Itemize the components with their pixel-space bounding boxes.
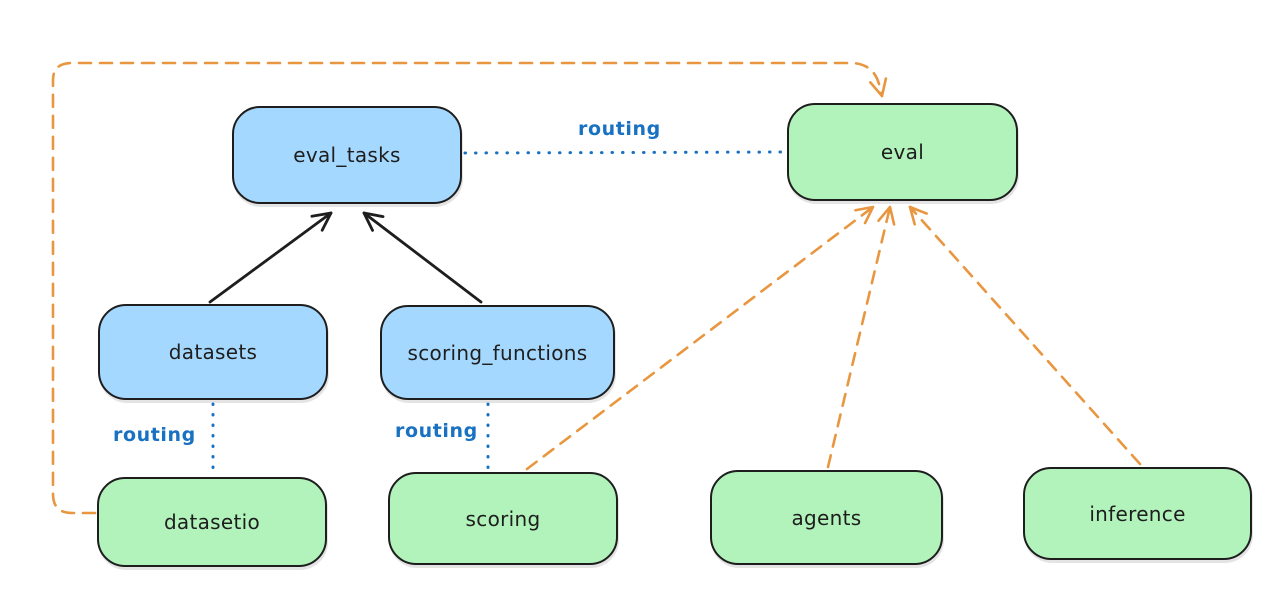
- node-scoring-functions: scoring_functions: [380, 305, 615, 400]
- node-datasetio: datasetio: [97, 477, 327, 567]
- edge-agents-to-eval: [826, 205, 896, 469]
- edge-label-routing-scoring-functions-scoring: routing: [395, 420, 478, 442]
- node-scoring-label: scoring: [465, 506, 541, 531]
- edge-label-routing-eval-tasks-eval: routing: [578, 118, 661, 140]
- node-eval-label: eval: [880, 140, 925, 164]
- edge-datasets-to-eval-tasks: [208, 211, 333, 304]
- edge-routing-eval-tasks-to-eval: [463, 150, 787, 155]
- edge-label-routing-datasets-datasetio: routing: [113, 424, 196, 446]
- node-datasets: datasets: [98, 304, 328, 400]
- node-agents: agents: [710, 470, 943, 565]
- node-eval-tasks: eval_tasks: [232, 106, 462, 204]
- edge-inference-to-eval: [908, 205, 1142, 466]
- node-datasets-label: datasets: [168, 340, 258, 364]
- node-scoring: scoring: [388, 472, 618, 565]
- node-eval: eval: [787, 103, 1018, 201]
- node-scoring-functions-label: scoring_functions: [407, 340, 588, 365]
- node-inference-label: inference: [1089, 501, 1186, 526]
- node-inference: inference: [1023, 467, 1252, 560]
- node-datasetio-label: datasetio: [163, 510, 261, 534]
- edge-scoring-functions-to-eval-tasks: [362, 211, 483, 304]
- node-agents-label: agents: [791, 505, 862, 530]
- node-eval-tasks-label: eval_tasks: [293, 143, 401, 167]
